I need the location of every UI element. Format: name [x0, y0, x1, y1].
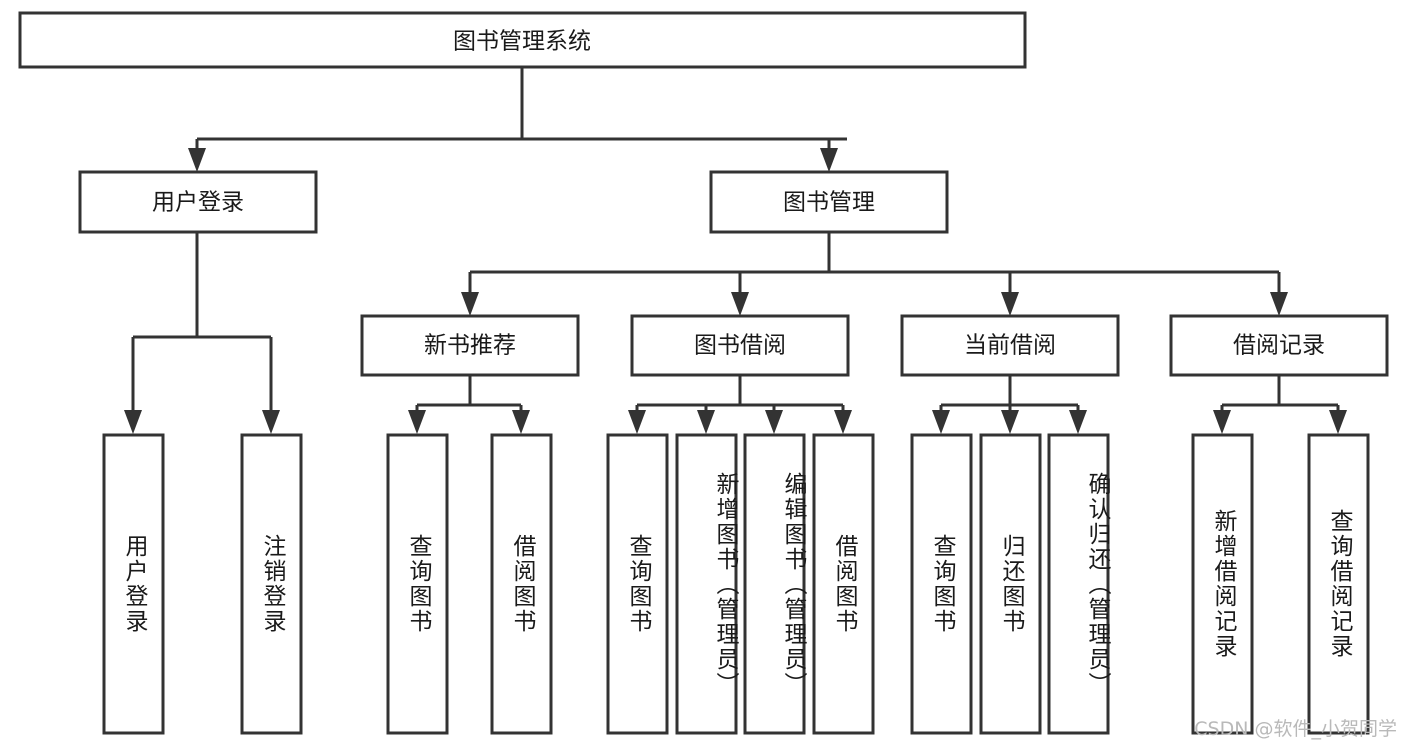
node-root-system[interactable]: 图书管理系统	[18, 11, 1027, 69]
node-book-management-label: 图书管理	[783, 190, 875, 216]
node-user-login-label: 用户登录	[152, 190, 244, 216]
leaf-box-query-book-2[interactable]	[606, 433, 669, 735]
connector-book-management-to-level3	[461, 232, 1288, 316]
leaf-box-user-login[interactable]	[102, 433, 165, 735]
leaf-box-query-record[interactable]	[1307, 433, 1370, 735]
node-root-system-label: 图书管理系统	[453, 29, 591, 55]
node-current-borrow-label: 当前借阅	[964, 333, 1056, 359]
connector-book-borrow-to-leaves	[628, 375, 852, 434]
node-new-book-recommend-label: 新书推荐	[424, 333, 516, 359]
leaf-box-borrow-book-2[interactable]	[812, 433, 875, 735]
connector-borrow-record-to-leaves	[1213, 375, 1347, 434]
node-borrow-record-label: 借阅记录	[1233, 333, 1325, 359]
leaf-box-query-book-1[interactable]	[386, 433, 449, 735]
node-book-management[interactable]: 图书管理	[709, 170, 949, 234]
connector-new-book-recommend-to-leaves	[408, 375, 530, 434]
node-user-login[interactable]: 用户登录	[78, 170, 318, 234]
csdn-watermark: CSDN @软件_小贺同学	[1194, 718, 1397, 740]
leaf-box-add-record[interactable]	[1191, 433, 1254, 735]
leaf-box-borrow-book-1[interactable]	[490, 433, 553, 735]
connector-root-to-level2	[188, 67, 847, 172]
node-book-borrow-label: 图书借阅	[694, 333, 786, 359]
leaf-box-logout-login[interactable]	[240, 433, 303, 735]
node-book-borrow[interactable]: 图书借阅	[630, 314, 850, 377]
leaf-box-add-book[interactable]	[675, 433, 738, 735]
leaf-boxes	[102, 433, 1370, 735]
leaf-box-query-book-3[interactable]	[910, 433, 973, 735]
node-borrow-record[interactable]: 借阅记录	[1169, 314, 1389, 377]
leaf-box-confirm-return[interactable]	[1047, 433, 1110, 735]
leaf-box-return-book[interactable]	[979, 433, 1042, 735]
leaf-box-edit-book[interactable]	[743, 433, 806, 735]
connector-current-borrow-to-leaves	[932, 375, 1087, 434]
node-current-borrow[interactable]: 当前借阅	[900, 314, 1120, 377]
node-new-book-recommend[interactable]: 新书推荐	[360, 314, 580, 377]
connector-user-login-to-leaves	[124, 232, 280, 434]
